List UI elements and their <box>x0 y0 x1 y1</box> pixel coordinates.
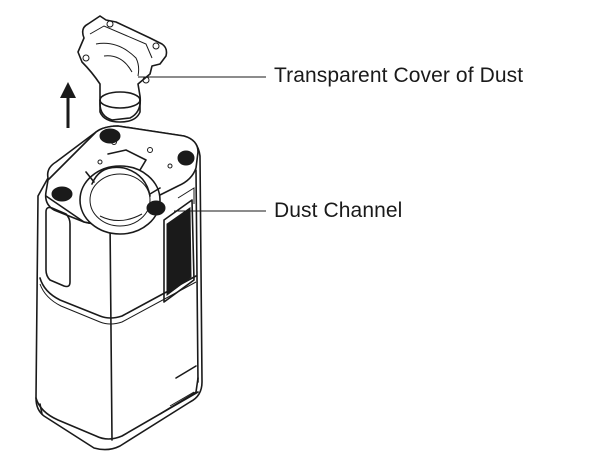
front-panel <box>45 206 71 288</box>
label-transparent-cover: Transparent Cover of Dust <box>274 64 524 87</box>
side-grille <box>163 187 195 303</box>
transparent-cover <box>77 15 168 123</box>
arrow-up-icon <box>60 82 76 128</box>
label-dust-channel: Dust Channel <box>274 199 403 222</box>
top-pads <box>51 128 195 216</box>
dust-channel <box>79 139 173 235</box>
